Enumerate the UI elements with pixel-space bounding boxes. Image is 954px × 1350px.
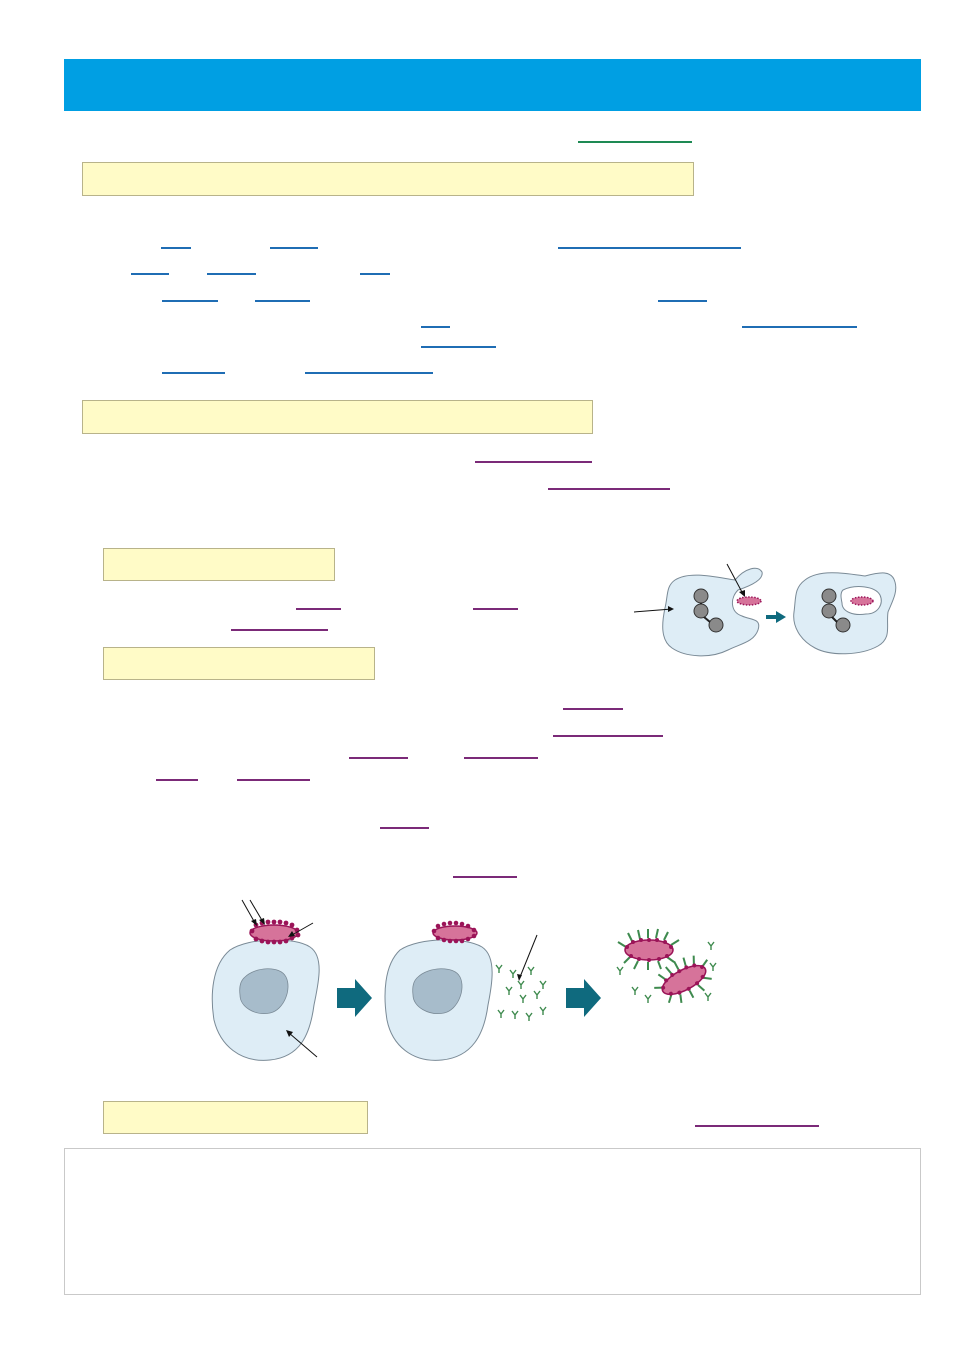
section-1-heading-box bbox=[82, 162, 694, 196]
blank-1-2[interactable] bbox=[270, 247, 318, 249]
subsection-a-heading-box bbox=[103, 548, 335, 581]
pathogen-icon bbox=[736, 596, 762, 606]
blank-1-1[interactable] bbox=[161, 247, 191, 249]
blank-1-13[interactable] bbox=[162, 372, 225, 374]
blank-1-6[interactable] bbox=[360, 273, 390, 275]
blank-1-3[interactable] bbox=[558, 247, 741, 249]
blank-3-1[interactable] bbox=[296, 608, 341, 610]
blank-1-9[interactable] bbox=[658, 300, 707, 302]
blank-2-1[interactable] bbox=[475, 461, 592, 463]
blank-1-8[interactable] bbox=[255, 300, 310, 302]
answer-box[interactable] bbox=[64, 1148, 921, 1295]
blank-1-7[interactable] bbox=[162, 300, 218, 302]
blank-1-5[interactable] bbox=[207, 273, 256, 275]
pathogen-icon bbox=[850, 596, 874, 606]
subsection-c-heading-box bbox=[103, 1101, 368, 1134]
blank-4-3[interactable] bbox=[349, 757, 408, 759]
process-arrow-icon bbox=[566, 979, 601, 1017]
section-2-heading-box bbox=[82, 400, 593, 434]
blank-4-8[interactable] bbox=[453, 876, 517, 878]
antibody-production-diagram bbox=[211, 899, 717, 1061]
blank-4-6[interactable] bbox=[237, 779, 310, 781]
blank-4-2[interactable] bbox=[553, 735, 663, 737]
blank-1-12[interactable] bbox=[421, 346, 496, 348]
pathogen-icon bbox=[654, 955, 712, 1004]
blank-4-1[interactable] bbox=[563, 708, 623, 710]
blank-4-5[interactable] bbox=[156, 779, 198, 781]
blank-2-2[interactable] bbox=[548, 488, 670, 490]
blank-3-2[interactable] bbox=[473, 608, 518, 610]
phagocytosis-diagram bbox=[633, 563, 897, 657]
antibody-icon bbox=[495, 964, 547, 1021]
blank-5-1[interactable] bbox=[695, 1125, 819, 1127]
phagocyte-cell-icon bbox=[662, 567, 763, 657]
pathogen-icon bbox=[617, 928, 680, 970]
blank-1-10[interactable] bbox=[421, 326, 450, 328]
blank-4-7[interactable] bbox=[380, 827, 429, 829]
phagocyte-cell-icon bbox=[793, 572, 897, 655]
process-arrow-icon bbox=[337, 979, 372, 1017]
antibody-icon bbox=[616, 941, 717, 1003]
blank-1-11[interactable] bbox=[742, 326, 857, 328]
intro-blank[interactable] bbox=[578, 141, 692, 143]
process-arrow-icon bbox=[766, 611, 786, 623]
worksheet-header-bar bbox=[64, 59, 921, 111]
subsection-b-heading-box bbox=[103, 647, 375, 680]
blank-3-3[interactable] bbox=[231, 629, 328, 631]
blank-4-4[interactable] bbox=[464, 757, 538, 759]
blank-1-14[interactable] bbox=[305, 372, 433, 374]
blank-1-4[interactable] bbox=[131, 273, 169, 275]
pathogen-icon bbox=[431, 920, 478, 944]
